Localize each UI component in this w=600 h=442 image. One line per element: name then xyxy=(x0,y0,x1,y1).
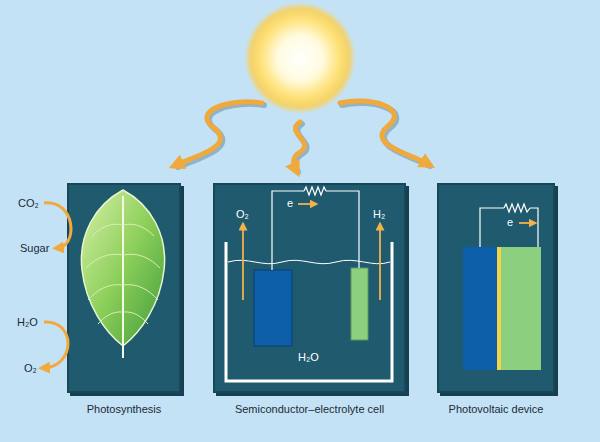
panel-caption: Photovoltaic device xyxy=(449,403,544,415)
chemical-label: e xyxy=(507,216,513,229)
panel-caption: Semiconductor–electrolyte cell xyxy=(235,403,384,415)
panel-caption: Photosynthesis xyxy=(87,403,162,415)
panel-box: Photovoltaic device xyxy=(437,183,555,393)
sun xyxy=(244,2,356,114)
chemical-label: H₂O xyxy=(298,351,319,364)
chemical-label: O₂ xyxy=(24,362,37,375)
chemical-label: H₂O xyxy=(17,316,38,329)
chemical-label: e xyxy=(287,197,293,210)
panel-box: Photosynthesis xyxy=(67,183,181,393)
chemical-label: Sugar xyxy=(20,242,49,255)
chemical-label: CO₂ xyxy=(18,197,39,210)
light-arrows xyxy=(176,101,430,172)
chemical-label: O₂ xyxy=(236,208,249,221)
chemical-label: H₂ xyxy=(373,208,385,221)
